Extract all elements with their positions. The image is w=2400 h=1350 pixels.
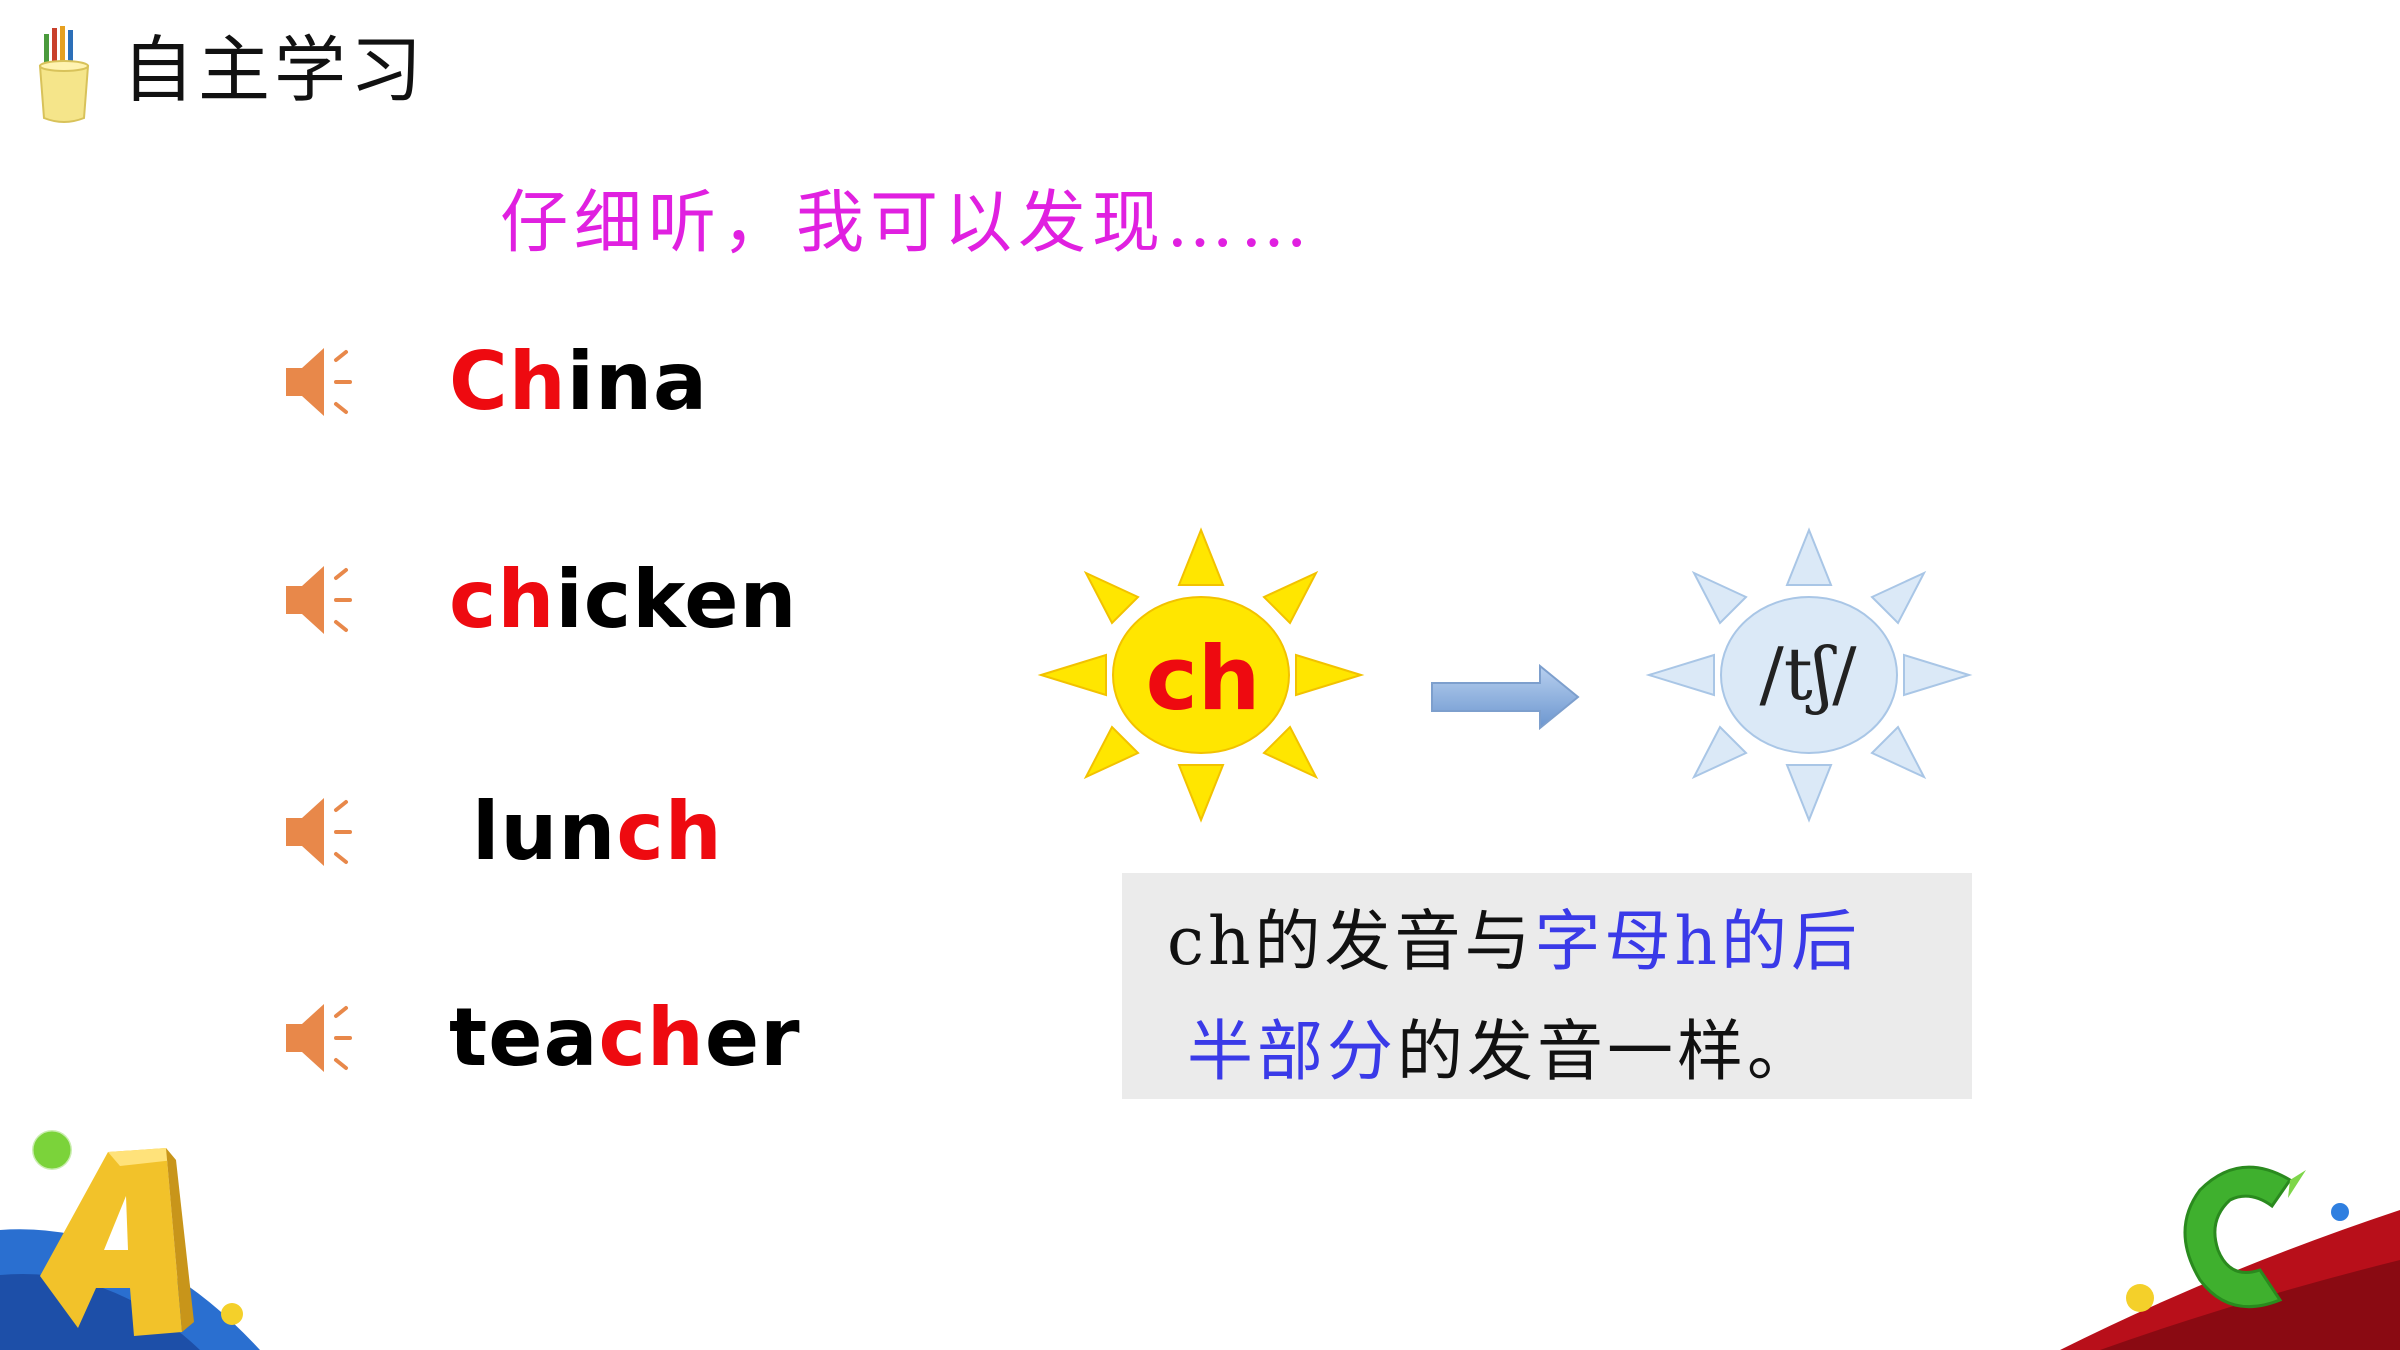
explanation-box: ch的发音与字母h的后 半部分的发音一样。	[1122, 873, 1972, 1099]
explanation-text: 的发音一样。	[1397, 1013, 1817, 1090]
speaker-icon[interactable]	[284, 342, 364, 422]
word-part: tea	[449, 991, 599, 1084]
word-part: ch	[598, 991, 705, 1084]
word-part: ina	[566, 335, 709, 428]
sun-blue-icon	[1645, 527, 1973, 823]
explanation-line: 半部分的发音一样。	[1187, 1019, 1817, 1085]
explanation-line: ch的发音与字母h的后	[1167, 909, 1861, 975]
phoneme-label: /tʃ/	[1759, 632, 1857, 716]
pencil-cup-icon	[38, 26, 90, 123]
word-row: teacher	[284, 988, 800, 1088]
word-row: chicken	[284, 550, 796, 650]
explanation-emphasis: 字母h的后	[1534, 903, 1861, 980]
word-row: China	[284, 332, 707, 432]
word-teacher: teacher	[449, 998, 801, 1078]
word-part: Ch	[449, 335, 567, 428]
speaker-icon[interactable]	[284, 998, 364, 1078]
word-part: ch	[616, 785, 723, 878]
speaker-icon[interactable]	[284, 560, 364, 640]
right-arrow-icon	[1431, 664, 1580, 730]
word-part: lun	[472, 785, 617, 878]
word-part: ch	[449, 553, 556, 646]
word-row: lunch	[284, 782, 722, 882]
letter-c-decoration-icon	[2060, 1165, 2400, 1350]
word-chicken: chicken	[449, 560, 797, 640]
word-part: er	[704, 991, 801, 1084]
letter-a-decoration-icon	[0, 1128, 260, 1350]
word-china: China	[449, 342, 708, 422]
word-part: icken	[555, 553, 798, 646]
word-lunch: lunch	[472, 792, 723, 872]
instruction-text: 仔细听，我可以发现……	[500, 184, 1315, 263]
explanation-text: ch的发音与	[1167, 903, 1535, 980]
sun-yellow-icon	[1037, 527, 1365, 823]
letters-label: ch	[1145, 627, 1261, 730]
page-title: 自主学习	[122, 28, 427, 112]
speaker-icon[interactable]	[284, 792, 364, 872]
explanation-emphasis: 半部分	[1187, 1013, 1397, 1090]
